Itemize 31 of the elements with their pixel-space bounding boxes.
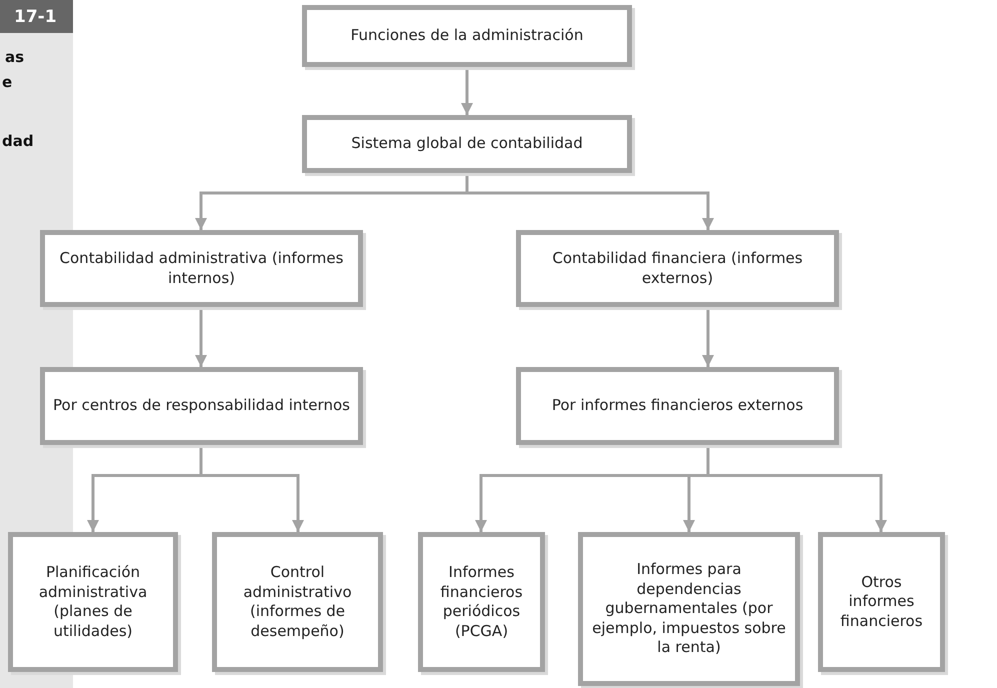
box-text: Contabilidad administrativa (informes internos) — [58, 249, 344, 288]
figure-number: 17-1 — [14, 7, 57, 27]
arrow — [706, 445, 887, 532]
process-box — [516, 230, 839, 307]
sidebar-text: e — [2, 73, 12, 91]
box-text: Planificación administrativa (planes de utilidades) — [38, 563, 148, 641]
arrow — [702, 307, 714, 367]
process-box — [418, 532, 545, 672]
process-box — [302, 5, 632, 67]
box-text: Control administrativo (informes de desempeño) — [242, 563, 353, 641]
box-text: Informes financieros periódicos (PCGA) — [439, 563, 524, 641]
process-box — [302, 115, 632, 173]
arrow — [466, 173, 714, 230]
process-box — [8, 532, 178, 672]
process-box — [578, 532, 800, 686]
process-box — [818, 532, 945, 672]
arrow — [461, 67, 473, 115]
arrow — [195, 307, 207, 367]
box-text: Informes para dependencias gubernamentales (por ejemplo, impuestos sobre la renta) — [591, 560, 787, 658]
process-box — [212, 532, 383, 672]
sidebar-text: as — [5, 48, 24, 66]
process-box — [40, 230, 363, 307]
box-text: Sistema global de contabilidad — [351, 134, 583, 154]
process-box — [516, 367, 839, 445]
box-text: Funciones de la administración — [350, 26, 584, 46]
process-box — [40, 367, 363, 445]
box-text: Por centros de responsabilidad internos — [53, 396, 350, 416]
box-text: Contabilidad financiera (informes externos) — [551, 249, 804, 288]
sidebar-text: dad — [2, 132, 34, 150]
box-text: Otros informes financieros — [839, 572, 924, 632]
box-text: Por informes financieros externos — [552, 396, 804, 416]
